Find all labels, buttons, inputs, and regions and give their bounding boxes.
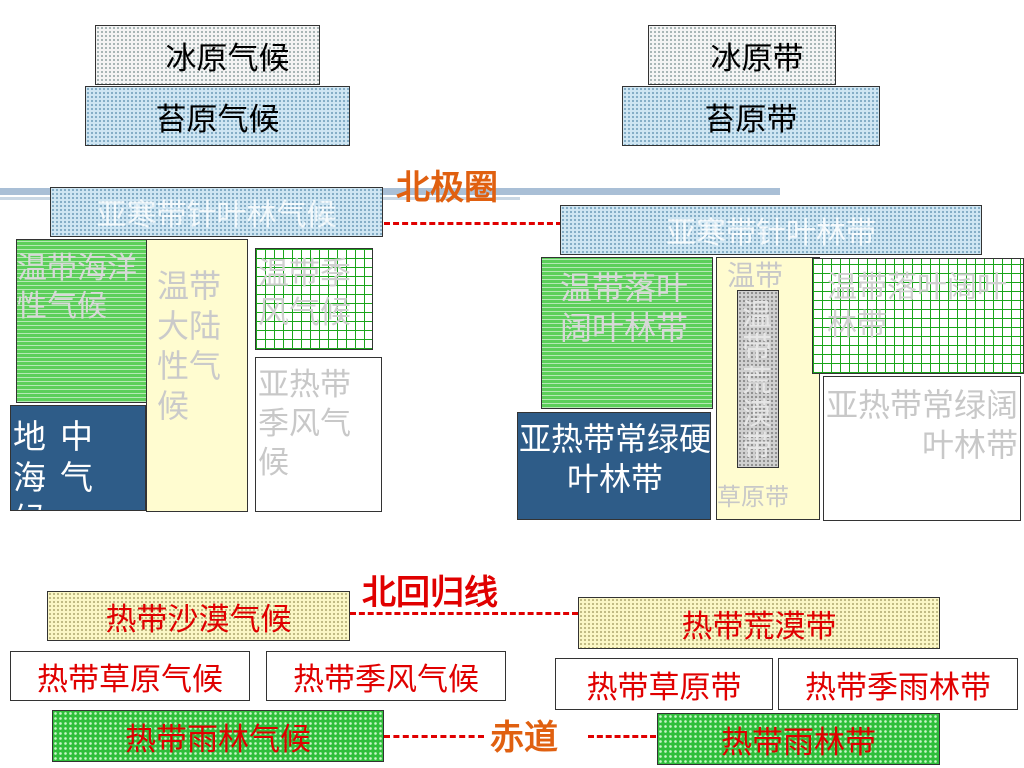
equator-label: 赤道 [490, 718, 558, 758]
rainforest-climate-box: 热带雨林气候 [52, 710, 384, 762]
monsoon-forest-box: 热带季雨林带 [778, 658, 1018, 710]
temperate-monsoon-label: 温带季风气候 [258, 256, 351, 331]
temperate-monsoon-box: 温带季风气候 [255, 248, 373, 350]
ice-zone-box: 冰原带 [648, 25, 836, 85]
tundra-zone-label: 苔原带 [704, 101, 798, 138]
arctic-circle-line [384, 222, 562, 225]
tropical-desert-climate-box: 热带沙漠气候 [47, 591, 350, 641]
subtropical-monsoon-box: 亚热带季风气候 [255, 357, 382, 512]
subtropical-evergreen-box: 亚热带常绿阔叶林带 [823, 376, 1021, 521]
desert-zone-label: 温带荒漠带 [742, 298, 772, 465]
subtropical-evergreen-label: 亚热带常绿阔叶林带 [825, 386, 1018, 464]
deciduous-forest-box: 温带落叶阔叶林带 [541, 257, 713, 409]
mediterranean-label: 地中海气候 [13, 417, 107, 510]
tropic-of-cancer-label: 北回归线 [362, 573, 498, 613]
savanna-climate-box: 热带草原气候 [10, 651, 250, 701]
subarctic-climate-label: 亚寒带针叶林气候 [96, 198, 337, 233]
tropical-desert-zone-label: 热带荒漠带 [681, 608, 837, 645]
mixed-forest-box: 温带落叶阔叶林带 [812, 258, 1024, 374]
mixed-forest-label: 温带落叶阔叶林带 [827, 270, 1007, 343]
oceanic-climate-box: 温带海洋性气候 [16, 239, 148, 403]
mediterranean-box: 地中海气候 [10, 405, 146, 511]
ice-climate-label: 冰原气候 [165, 40, 290, 77]
savanna-climate-label: 热带草原气候 [37, 661, 223, 698]
tropical-monsoon-climate-label: 热带季风气候 [293, 661, 479, 698]
arctic-circle-label: 北极圈 [396, 168, 498, 208]
savanna-zone-label: 热带草原带 [586, 669, 742, 706]
taiga-zone-label: 亚寒带针叶林带 [666, 216, 876, 251]
tundra-climate-box: 苔原气候 [85, 86, 350, 146]
oceanic-climate-label: 温带海洋性气候 [17, 251, 137, 324]
equator-line-right [588, 735, 656, 738]
rainforest-zone-label: 热带雨林带 [721, 724, 876, 761]
equator-line-left [384, 735, 484, 738]
grassland-zone-label: 草原带 [717, 483, 789, 511]
subtropical-monsoon-label: 亚热带季风气候 [258, 367, 351, 481]
tropical-desert-zone-box: 热带荒漠带 [578, 597, 940, 649]
savanna-zone-box: 热带草原带 [555, 658, 773, 710]
desert-zone-box: 温带荒漠带 [737, 290, 779, 468]
monsoon-forest-label: 热带季雨林带 [805, 669, 991, 706]
tropic-of-cancer-line [350, 612, 578, 615]
taiga-zone-box: 亚寒带针叶林带 [560, 205, 982, 255]
ice-climate-box: 冰原气候 [95, 25, 320, 85]
tundra-climate-label: 苔原气候 [155, 101, 280, 138]
tundra-zone-box: 苔原带 [622, 86, 880, 146]
rainforest-climate-label: 热带雨林气候 [125, 721, 311, 758]
tropical-desert-climate-label: 热带沙漠气候 [105, 601, 292, 638]
rainforest-zone-box: 热带雨林带 [657, 713, 940, 765]
sclerophyll-box: 亚热带常绿硬叶林带 [517, 412, 711, 520]
tropical-monsoon-climate-box: 热带季风气候 [266, 651, 506, 701]
continental-climate-box: 温带大陆性气候 [146, 239, 248, 512]
ice-zone-label: 冰原带 [710, 40, 804, 77]
continental-climate-label: 温带大陆性气候 [157, 267, 222, 425]
temperate-label: 温带 [727, 259, 784, 292]
sclerophyll-label: 亚热带常绿硬叶林带 [518, 420, 711, 498]
header-stripe [0, 188, 780, 195]
deciduous-forest-label: 温带落叶阔叶林带 [560, 269, 689, 347]
subarctic-climate-box: 亚寒带针叶林气候 [50, 187, 383, 237]
